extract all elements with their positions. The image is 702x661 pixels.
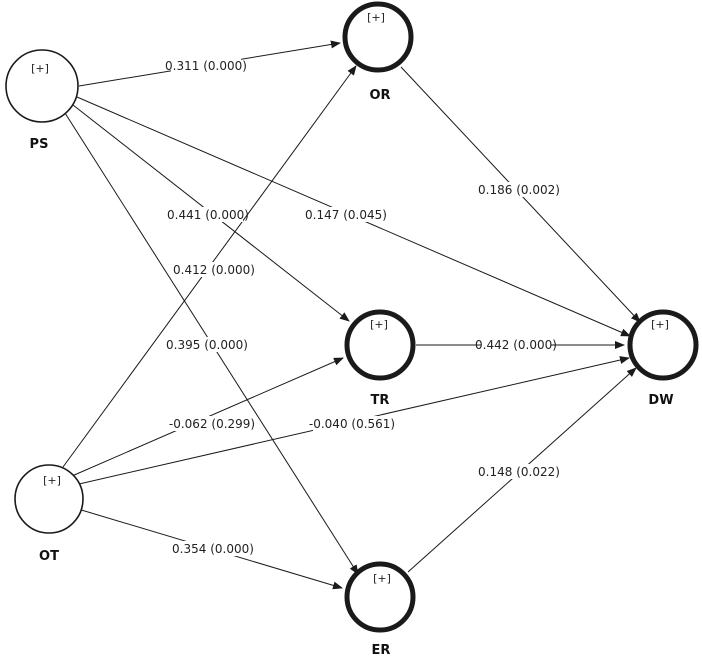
coef-ps-er: 0.395 (0.000)	[166, 337, 248, 352]
coef-ps-er-text: 0.395 (0.000)	[166, 338, 248, 352]
coef-er-dw-text: 0.148 (0.022)	[478, 465, 560, 479]
node-ot[interactable]: [+] OT	[14, 464, 84, 564]
coef-ot-or: 0.412 (0.000)	[173, 262, 255, 277]
node-or[interactable]: [+] OR	[342, 1, 414, 103]
node-ot-expand[interactable]: [+]	[43, 474, 61, 487]
coef-or-dw-text: 0.186 (0.002)	[478, 183, 560, 197]
node-tr-expand[interactable]: [+]	[370, 318, 388, 331]
node-ps-expand[interactable]: [+]	[31, 62, 49, 75]
path-coefficients: 0.311 (0.000) 0.186 (0.002) 0.441 (0.000…	[165, 58, 560, 556]
node-ps-circle[interactable]	[5, 49, 79, 123]
coef-or-dw: 0.186 (0.002)	[478, 182, 560, 197]
node-ot-label: OT	[39, 549, 59, 564]
node-er-expand[interactable]: [+]	[373, 572, 391, 585]
node-tr-label: TR	[371, 393, 390, 408]
coef-ot-dw: -0.040 (0.561)	[309, 416, 395, 431]
path-edges	[62, 40, 641, 590]
coef-ps-tr-text: 0.441 (0.000)	[167, 208, 249, 222]
node-tr-circle[interactable]	[344, 309, 416, 381]
coef-ot-er-text: 0.354 (0.000)	[172, 542, 254, 556]
node-ps-label: PS	[30, 137, 49, 152]
node-er-circle[interactable]	[344, 561, 416, 633]
node-dw[interactable]: [+] DW	[627, 309, 699, 408]
node-er[interactable]: [+] ER	[344, 561, 416, 658]
node-dw-expand[interactable]: [+]	[651, 318, 669, 331]
coef-tr-dw: 0.442 (0.000)	[475, 337, 557, 352]
node-ot-circle[interactable]	[14, 464, 84, 534]
node-ps[interactable]: [+] PS	[5, 49, 79, 152]
coef-ot-tr-text: -0.062 (0.299)	[169, 417, 255, 431]
coef-ps-dw: 0.147 (0.045)	[305, 207, 387, 222]
node-or-circle[interactable]	[342, 1, 414, 73]
node-dw-label: DW	[648, 393, 673, 408]
node-or-label: OR	[369, 88, 390, 103]
coef-er-dw: 0.148 (0.022)	[478, 464, 560, 479]
coef-ps-or-text: 0.311 (0.000)	[165, 59, 247, 73]
coef-tr-dw-text: 0.442 (0.000)	[475, 338, 557, 352]
coef-ot-er: 0.354 (0.000)	[172, 541, 254, 556]
coef-ot-tr: -0.062 (0.299)	[169, 416, 255, 431]
coef-ps-tr: 0.441 (0.000)	[167, 207, 249, 222]
node-er-label: ER	[372, 643, 391, 658]
node-dw-circle[interactable]	[627, 309, 699, 381]
coef-ot-dw-text: -0.040 (0.561)	[309, 417, 395, 431]
node-or-expand[interactable]: [+]	[367, 11, 385, 24]
coef-ot-or-text: 0.412 (0.000)	[173, 263, 255, 277]
coef-ps-dw-text: 0.147 (0.045)	[305, 208, 387, 222]
coef-ps-or: 0.311 (0.000)	[165, 58, 247, 73]
node-tr[interactable]: [+] TR	[344, 309, 416, 408]
